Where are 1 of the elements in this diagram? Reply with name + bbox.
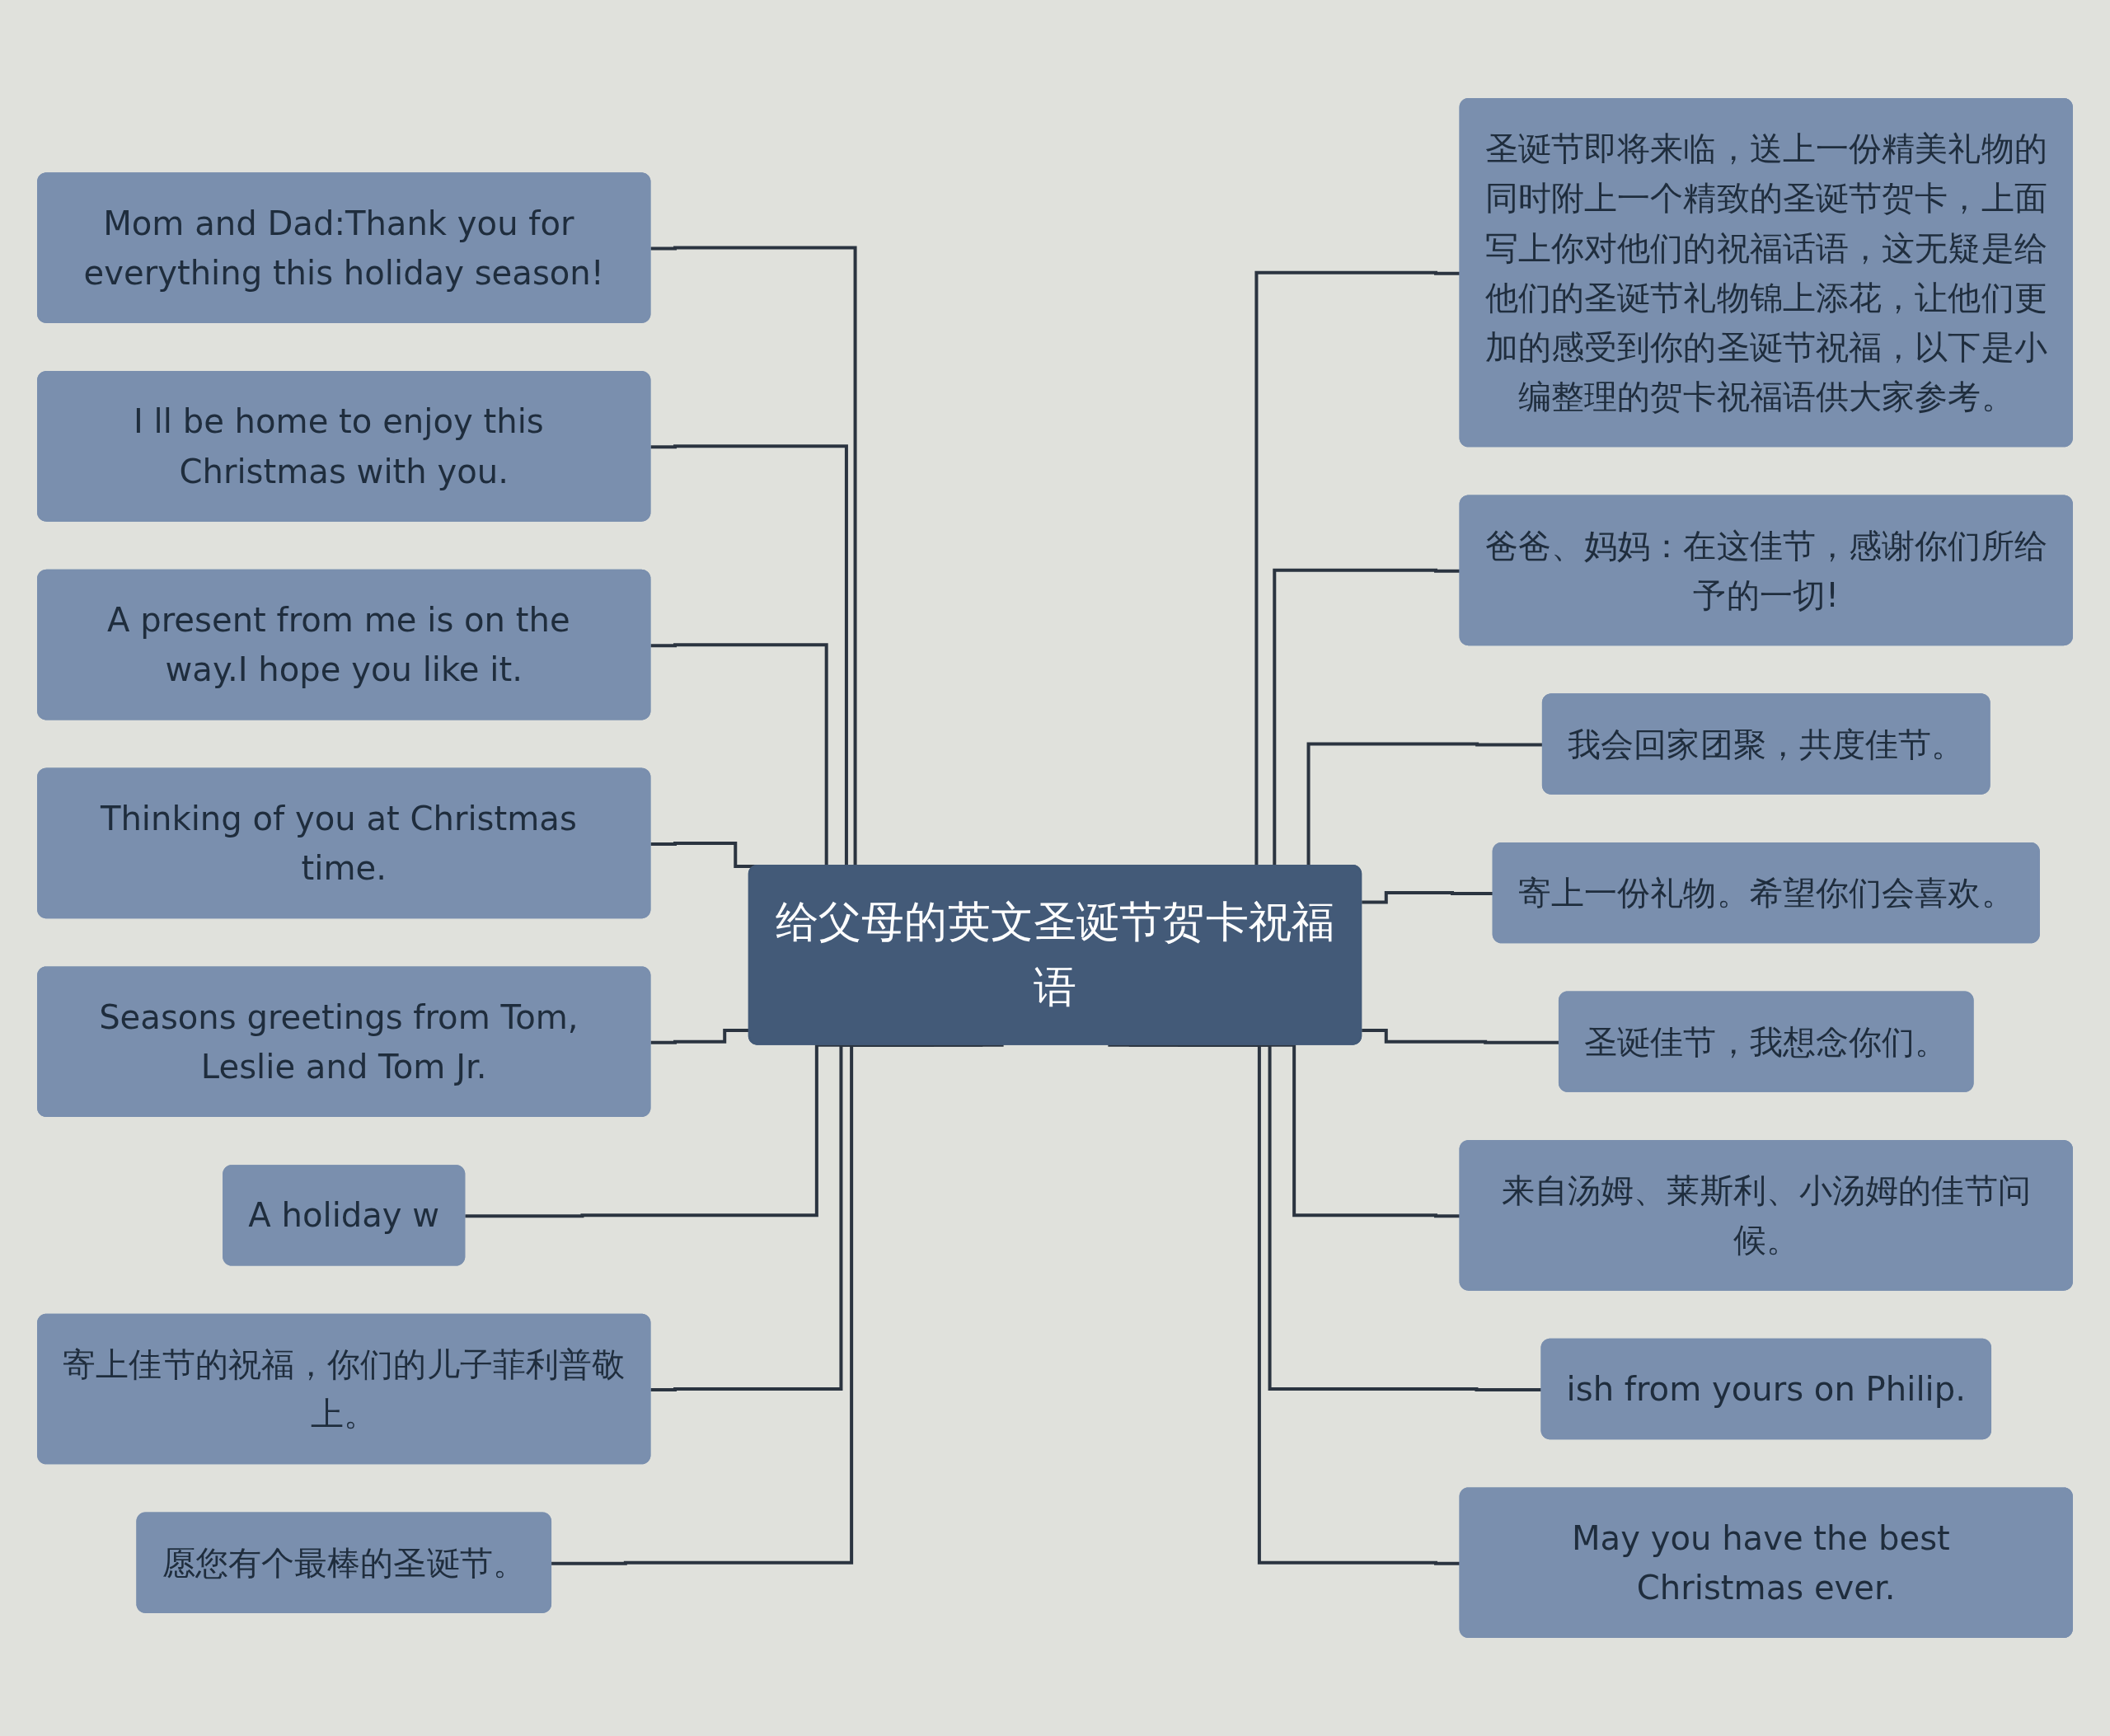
connector <box>650 1028 750 1044</box>
